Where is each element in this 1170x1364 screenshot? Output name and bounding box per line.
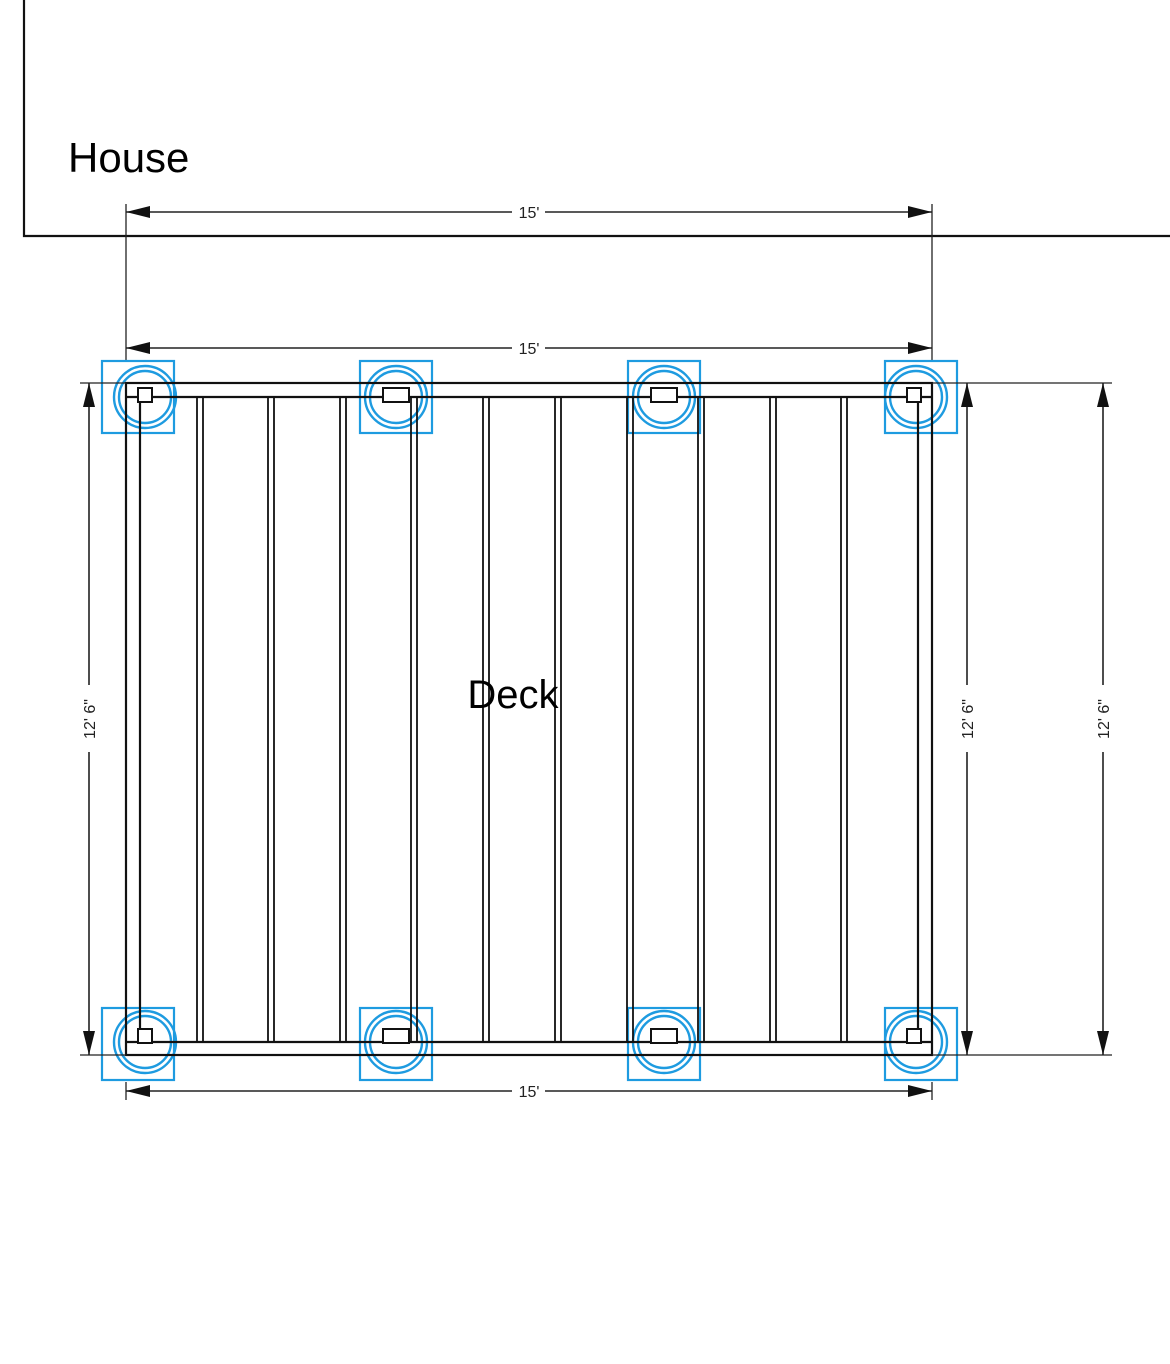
joist [410, 397, 418, 1042]
joist [697, 397, 705, 1042]
joist [840, 397, 848, 1042]
pier-group [100, 359, 959, 1082]
top-width-label: 15' [519, 341, 540, 358]
left-depth-dimension [80, 382, 126, 1056]
post-group [137, 387, 922, 1044]
post [382, 387, 410, 403]
bottom-width-label: 15' [519, 1084, 540, 1101]
post [906, 387, 922, 403]
deck-label: Deck [467, 673, 559, 717]
joist [626, 397, 634, 1042]
joist-group [196, 397, 848, 1042]
left-depth-label: 12' 6" [82, 699, 99, 739]
joist [339, 397, 347, 1042]
joist [196, 397, 204, 1042]
deck-frame [124, 381, 934, 1057]
joist [769, 397, 777, 1042]
bottom-width-dimension [125, 1082, 933, 1100]
house-width-dimension [125, 204, 933, 222]
joist [554, 397, 562, 1042]
pier-square [626, 1006, 702, 1082]
house-label: House [68, 134, 189, 181]
pier-square [100, 1006, 176, 1082]
right-depth-dimension-inner [932, 382, 1112, 1056]
right-depth-inner-label: 12' 6" [960, 699, 977, 739]
post [906, 1028, 922, 1044]
post [650, 387, 678, 403]
joist [482, 397, 490, 1042]
post [650, 1028, 678, 1044]
joist [267, 397, 275, 1042]
post [137, 1028, 153, 1044]
post [382, 1028, 410, 1044]
house-outline [22, 0, 1170, 238]
house-width-label: 15' [519, 205, 540, 222]
post [137, 387, 153, 403]
right-depth-outer-label: 12' 6" [1096, 699, 1113, 739]
pier-square [358, 1006, 434, 1082]
